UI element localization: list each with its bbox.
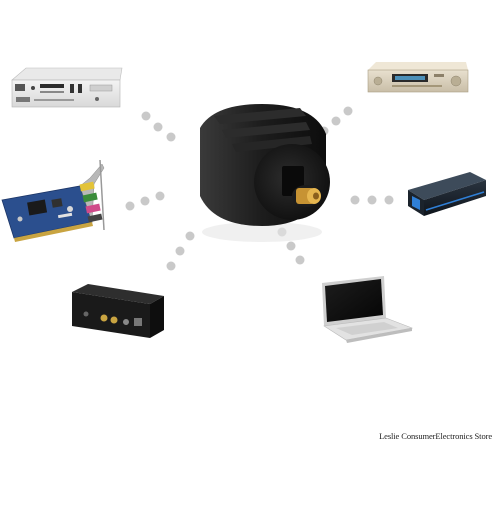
usb-dongle-icon: [408, 172, 486, 216]
av-receiver-icon: [367, 62, 469, 93]
connector-dots-mid-right: [350, 195, 394, 205]
connector-dots-mid-left: [125, 191, 165, 211]
sound-card-icon: [1, 159, 105, 242]
laptop-icon: [322, 276, 414, 343]
toslink-optical-adapter-icon: [200, 104, 330, 242]
dac-amplifier-icon: [72, 284, 164, 338]
media-player-icon: [11, 67, 123, 108]
store-caption: Leslie ConsumerElectronics Store: [379, 431, 492, 441]
connector-dots-top-left: [141, 111, 176, 142]
connector-dots-bottom-left: [166, 231, 195, 271]
